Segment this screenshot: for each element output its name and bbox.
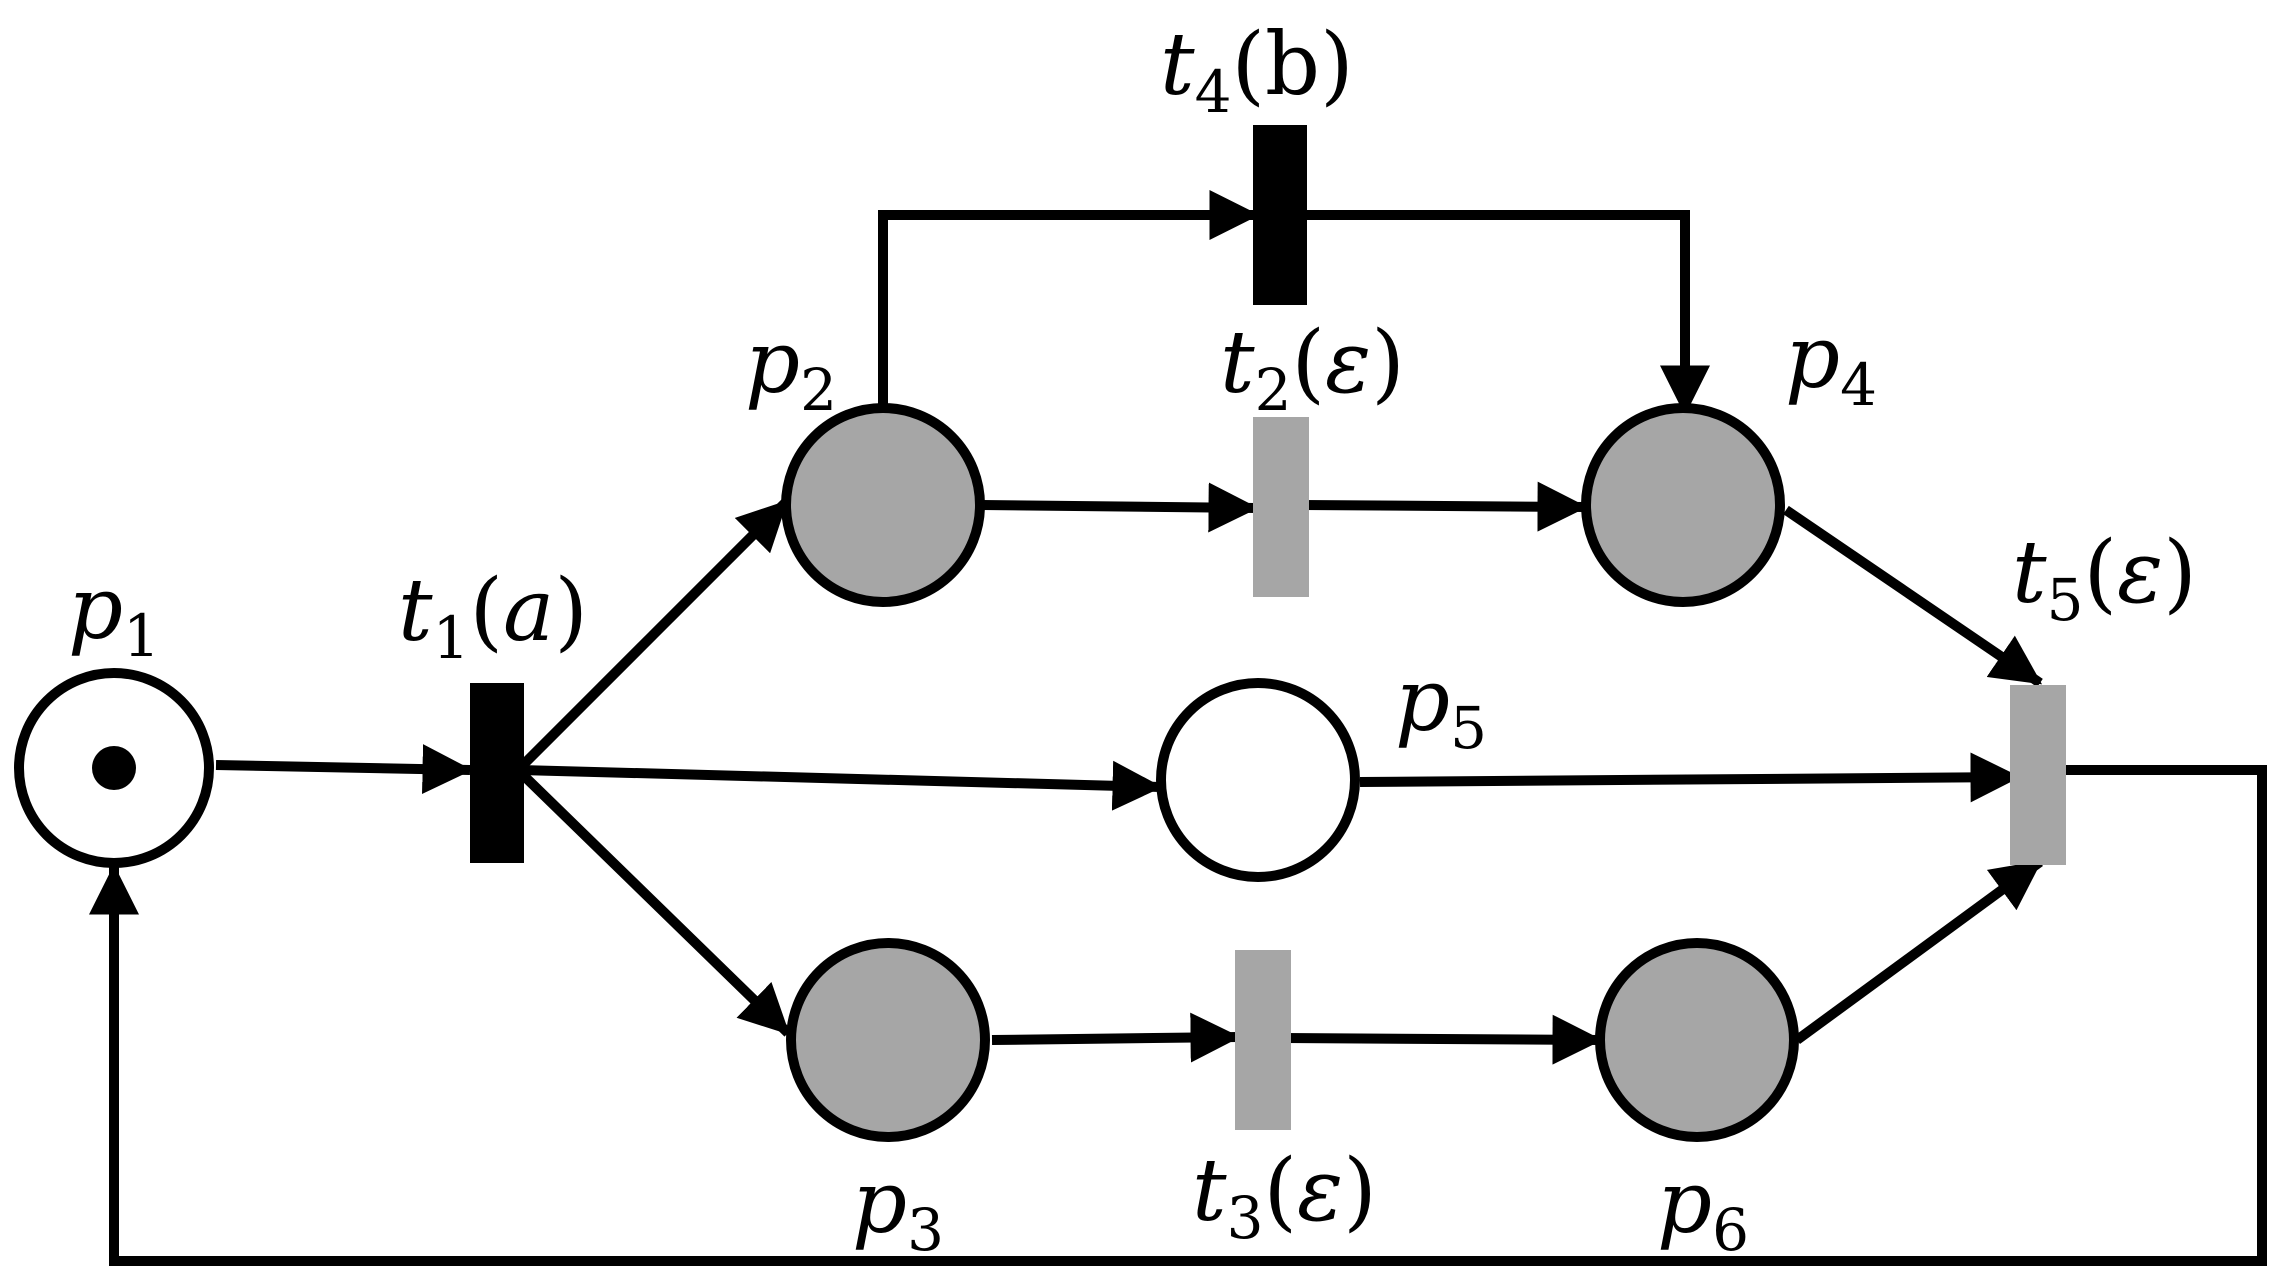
transition-t5 — [2010, 685, 2066, 865]
label-p1: p1 — [68, 566, 160, 665]
label-t4-event: b — [1265, 15, 1321, 115]
arc-p1-t1 — [215, 744, 473, 795]
label-p1-sub: 1 — [123, 602, 160, 670]
transition-t4 — [1253, 125, 1307, 305]
label-p4-name: p — [1785, 308, 1841, 408]
label-p2: p2 — [745, 320, 837, 419]
arc-t2-p4 — [1301, 481, 1588, 532]
label-t4-sub: 4 — [1194, 58, 1232, 126]
label-p6-sub: 6 — [1712, 1196, 1749, 1264]
label-t3-event: ε — [1297, 1141, 1344, 1241]
transition-t1 — [470, 683, 524, 863]
token-icon — [92, 746, 136, 790]
label-t1-event: a — [503, 561, 555, 661]
label-t2-sub: 2 — [1254, 356, 1292, 424]
label-p3: p3 — [852, 1160, 944, 1259]
label-p2-name: p — [745, 313, 801, 413]
arcs — [89, 190, 2267, 1266]
arc-p2-t2 — [981, 482, 1259, 533]
label-t2-name: t — [1220, 313, 1255, 413]
label-t5-name: t — [2012, 523, 2047, 623]
place-p5 — [1156, 678, 1360, 882]
label-t1: t1(a) — [398, 561, 588, 672]
label-t2-event: ε — [1325, 313, 1372, 413]
label-t1-name: t — [398, 561, 433, 661]
label-t2: t2(ε) — [1220, 313, 1405, 424]
places — [14, 403, 1799, 1142]
arc-p3-t3 — [991, 1012, 1241, 1063]
arc-p5-t5 — [1359, 752, 2021, 803]
label-p6-name: p — [1657, 1153, 1713, 1253]
label-p4: p4 — [1785, 315, 1877, 414]
label-p4-sub: 4 — [1840, 351, 1877, 419]
label-t5-sub: 5 — [2046, 566, 2084, 634]
arc-t1-p3 — [516, 768, 792, 1037]
place-p6 — [1595, 938, 1799, 1142]
arc-t1-p5 — [519, 760, 1163, 811]
arc-t3-p6 — [1283, 1014, 1603, 1065]
label-t4: t4(b) — [1160, 15, 1354, 126]
label-t3-name: t — [1192, 1141, 1227, 1241]
arc-p2-t4 — [878, 190, 1260, 410]
label-p5-name: p — [1395, 651, 1451, 751]
label-p3-name: p — [852, 1153, 908, 1253]
label-p2-sub: 2 — [800, 356, 837, 424]
label-t5-event: ε — [2117, 523, 2164, 623]
label-p6: p6 — [1657, 1160, 1749, 1259]
transition-t2 — [1253, 417, 1309, 597]
arc-p4-t5 — [1783, 505, 2043, 688]
transition-t3 — [1235, 950, 1291, 1130]
place-p3 — [786, 938, 990, 1142]
place-p4 — [1581, 403, 1785, 607]
label-p5: p5 — [1395, 658, 1487, 757]
label-p3-sub: 3 — [907, 1196, 944, 1264]
arc-t4-p4 — [1303, 210, 1710, 416]
label-t4-name: t — [1160, 15, 1195, 115]
label-t1-sub: 1 — [432, 604, 470, 672]
label-p1-name: p — [68, 559, 124, 659]
label-t5: t5(ε) — [2012, 523, 2197, 634]
arc-p6-t5 — [1794, 857, 2043, 1045]
label-t3: t3(ε) — [1192, 1141, 1377, 1252]
arc-t5-p1 — [89, 765, 2267, 1266]
label-p5-sub: 5 — [1450, 694, 1487, 762]
place-p2 — [781, 403, 985, 607]
label-t3-sub: 3 — [1226, 1184, 1264, 1252]
transitions — [470, 125, 2066, 1130]
arc-t1-p2 — [516, 498, 790, 772]
